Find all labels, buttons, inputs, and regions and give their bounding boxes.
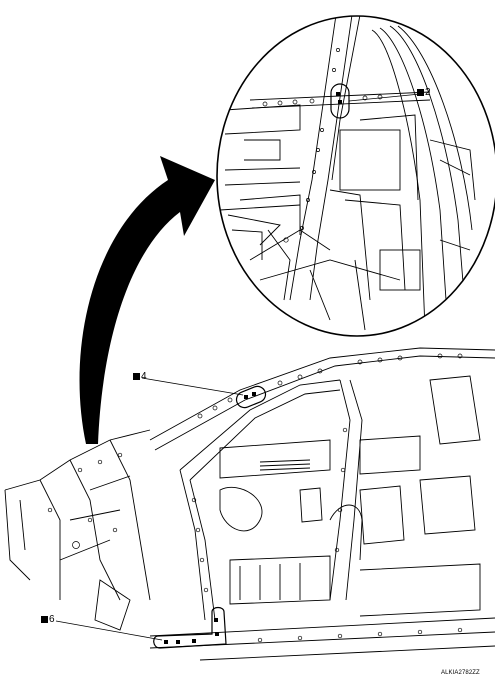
callout-square-icon	[417, 89, 424, 96]
vehicle-body-side	[4, 347, 495, 661]
callout-4-label: 4	[141, 371, 147, 382]
callout-2-label: 2	[425, 87, 431, 98]
magnify-arrow	[79, 156, 215, 444]
weld-area-4	[141, 377, 267, 409]
callout-square-icon	[133, 373, 140, 380]
figure-id: ALKIA2782ZZ	[441, 670, 480, 676]
leader-line-2	[348, 93, 421, 102]
callout-4: 4	[133, 372, 147, 382]
leader-line-6	[55, 620, 163, 641]
callout-2: 2	[417, 88, 431, 98]
detail-magnifier	[216, 15, 495, 337]
leader-line-4	[141, 377, 244, 396]
callout-6: 6	[41, 615, 55, 625]
callout-square-icon	[41, 616, 48, 623]
weld-area-6	[55, 606, 227, 649]
callout-6-label: 6	[49, 614, 55, 625]
